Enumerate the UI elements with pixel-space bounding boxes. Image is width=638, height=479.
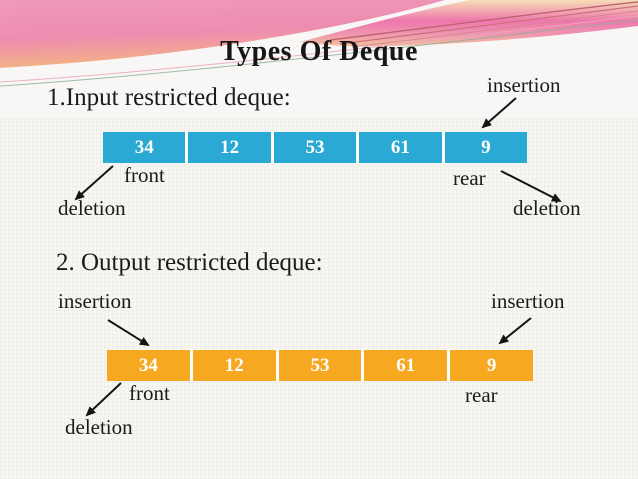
front-label-2: front — [129, 381, 170, 405]
deletion-label-2: deletion — [65, 415, 133, 439]
insertion-label-2-left: insertion — [58, 289, 132, 313]
deque-cell: 12 — [189, 350, 276, 381]
wave-band-left — [0, 0, 445, 68]
deque-cell: 34 — [103, 132, 186, 163]
output-restricted-deque: 34 12 53 61 9 — [107, 350, 533, 381]
deletion-label-1-right: deletion — [513, 196, 581, 220]
deque-cell: 61 — [361, 350, 448, 381]
insertion-arrow-2-left — [107, 319, 150, 347]
rear-label-1: rear — [453, 166, 486, 190]
rear-label-2: rear — [465, 383, 498, 407]
top-wave-decoration — [0, 0, 638, 118]
deletion-arrow-1-left — [74, 165, 114, 201]
section1-heading: 1.Input restricted deque: — [47, 84, 291, 111]
deque-cell: 61 — [356, 132, 442, 163]
accent-line-teal — [0, 19, 638, 87]
slide-title: Types Of Deque — [220, 36, 418, 67]
deletion-label-1-left: deletion — [58, 196, 126, 220]
accent-line-rose-1 — [329, 1, 638, 41]
deque-cell: 53 — [275, 350, 362, 381]
deque-cell: 34 — [107, 350, 190, 381]
deque-cell: 12 — [185, 132, 271, 163]
accent-line-rose-3 — [351, 10, 638, 48]
input-restricted-deque: 34 12 53 61 9 — [103, 132, 528, 163]
accent-line-pink — [0, 15, 638, 83]
deque-cell: 53 — [270, 132, 357, 163]
section2-heading: 2. Output restricted deque: — [56, 249, 323, 276]
deletion-arrow-2 — [85, 382, 122, 417]
deque-cell: 9 — [447, 350, 533, 381]
insertion-arrow-2-right — [498, 317, 532, 345]
insertion-label-1: insertion — [487, 73, 561, 97]
deque-cell: 9 — [441, 132, 528, 163]
accent-line-rose-2 — [339, 5, 638, 45]
front-label-1: front — [124, 163, 165, 187]
insertion-label-2-right: insertion — [491, 289, 565, 313]
